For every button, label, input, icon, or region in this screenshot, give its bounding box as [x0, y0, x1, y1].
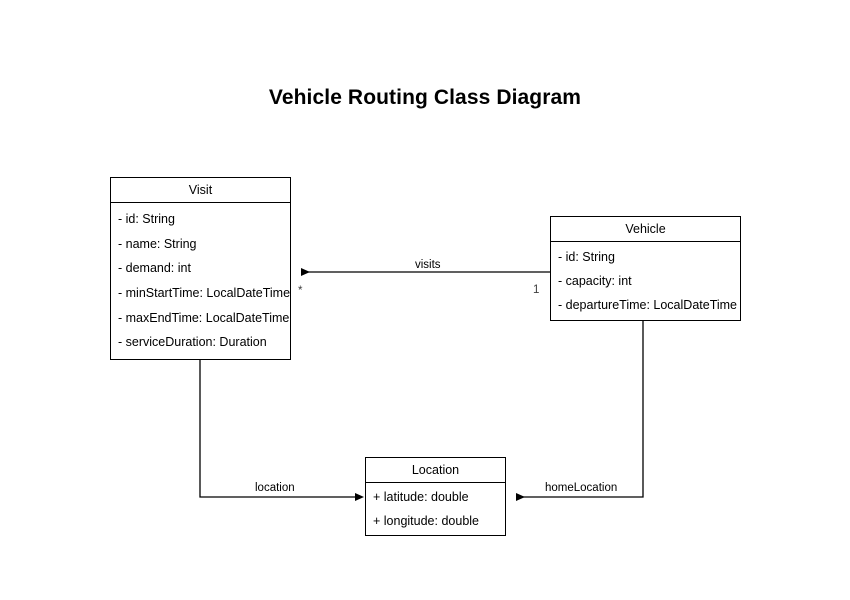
uml-class-visit-attributes: - id: String - name: String - demand: in…: [111, 203, 290, 359]
uml-class-location[interactable]: Location + latitude: double + longitude:…: [365, 457, 506, 536]
uml-attribute: - capacity: int: [558, 273, 632, 288]
uml-class-visit-name: Visit: [111, 178, 290, 203]
uml-class-location-name: Location: [366, 458, 505, 483]
uml-attribute: - demand: int: [118, 261, 191, 276]
page-title: Vehicle Routing Class Diagram: [268, 86, 582, 109]
edge-label-homelocation: homeLocation: [545, 482, 618, 494]
uml-attribute: - maxEndTime: LocalDateTime: [118, 310, 290, 325]
uml-attribute: - minStartTime: LocalDateTime: [118, 286, 291, 301]
uml-attribute: - name: String: [118, 236, 197, 251]
edge-label-location: location: [255, 482, 295, 494]
uml-class-location-attributes: + latitude: double + longitude: double: [366, 483, 505, 535]
uml-class-vehicle-name: Vehicle: [551, 217, 740, 242]
uml-attribute: - id: String: [558, 249, 615, 264]
multiplicity-vehicle-side: 1: [533, 284, 540, 296]
edge-homelocation-line: [516, 321, 644, 501]
uml-attribute: - departureTime: LocalDateTime: [558, 297, 738, 312]
uml-attribute: - serviceDuration: Duration: [118, 335, 267, 350]
edge-label-visits: visits: [415, 259, 441, 271]
uml-attribute: + longitude: double: [373, 513, 479, 528]
multiplicity-visit-side: *: [298, 285, 303, 297]
uml-attribute: + latitude: double: [373, 489, 469, 504]
uml-attribute: - id: String: [118, 212, 175, 227]
uml-class-vehicle[interactable]: Vehicle - id: String - capacity: int - d…: [550, 216, 741, 321]
edge-location-line: [199, 360, 364, 501]
uml-class-vehicle-attributes: - id: String - capacity: int - departure…: [551, 242, 740, 320]
uml-class-visit[interactable]: Visit - id: String - name: String - dema…: [110, 177, 291, 360]
edge-location: [199, 360, 364, 501]
edge-homelocation: [516, 321, 644, 501]
